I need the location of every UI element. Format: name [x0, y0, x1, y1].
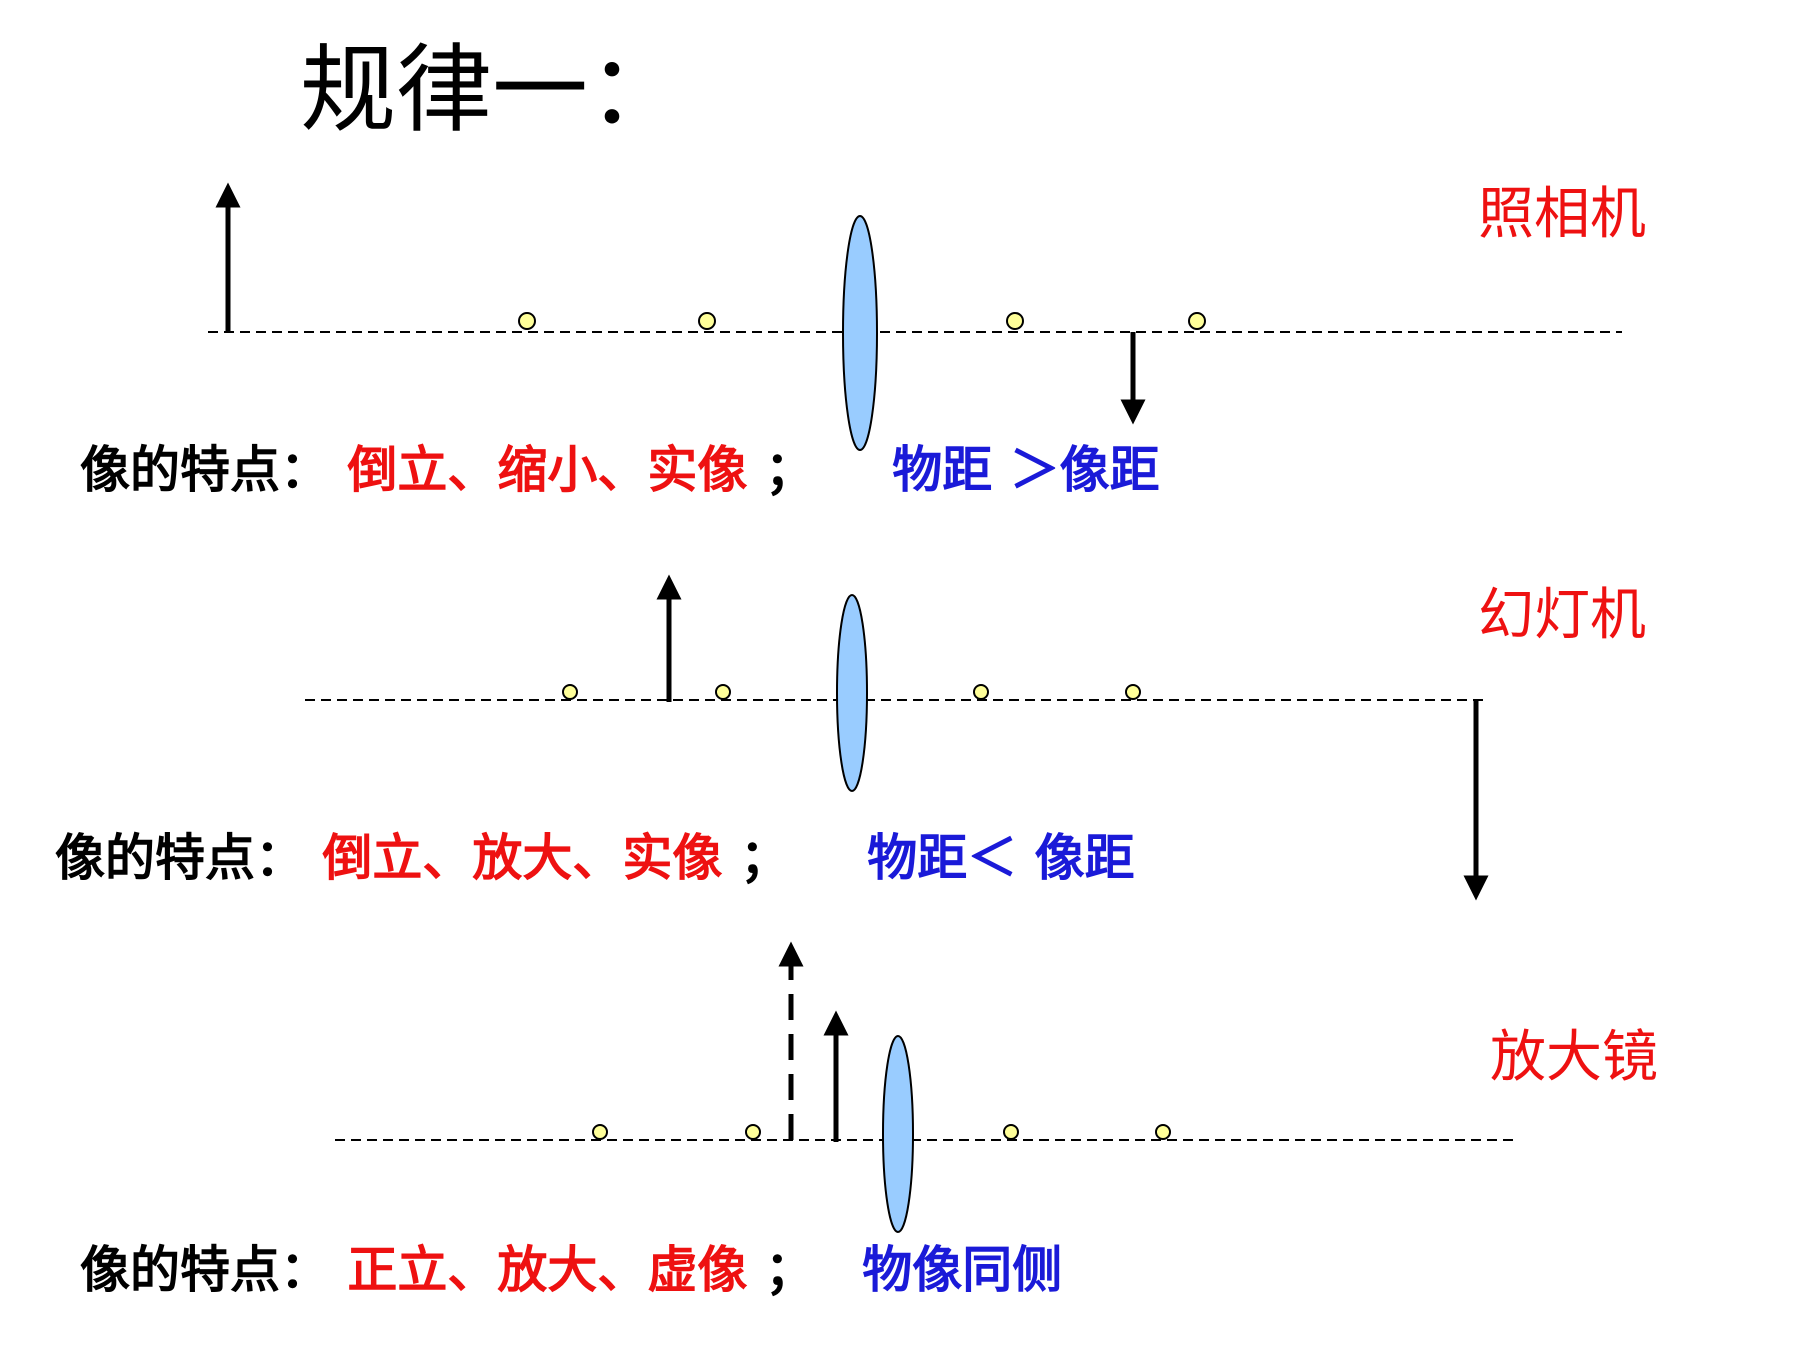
device-label-camera: 照相机: [1478, 182, 1646, 247]
distance-relation: 物像同侧: [862, 1241, 1063, 1299]
image-properties: 正立、放大、虚像: [347, 1241, 748, 1299]
image-properties: 倒立、缩小、实像: [347, 441, 748, 499]
feature-line-magnifier: 像的特点： 正立、放大、虚像 ； 物像同侧: [80, 1245, 1062, 1295]
convex-lens: [882, 1035, 914, 1233]
focal-point-f-left: [715, 684, 731, 700]
focal-point-2f-right: [1188, 312, 1206, 330]
focal-point-f-left: [698, 312, 716, 330]
image-properties: 倒立、放大、实像: [322, 829, 723, 887]
feature-line-camera: 像的特点： 倒立、缩小、实像 ； 物距 ＞像距: [80, 445, 1160, 495]
focal-point-f-right: [973, 684, 989, 700]
diagram-magnifier: [335, 941, 1518, 1233]
diagram-projector: [305, 574, 1489, 901]
focal-point-f-right: [1003, 1124, 1019, 1140]
feature-line-projector: 像的特点： 倒立、放大、实像 ； 物距＜ 像距: [55, 833, 1135, 883]
device-label-magnifier: 放大镜: [1490, 1025, 1658, 1090]
distance-relation: 物距＜ 像距: [867, 829, 1135, 887]
page-title: 规律一：: [300, 34, 684, 146]
separator: ；: [764, 1241, 815, 1299]
focal-point-2f-right: [1155, 1124, 1171, 1140]
device-label-projector: 幻灯机: [1478, 583, 1646, 648]
convex-lens: [836, 594, 868, 792]
convex-lens: [842, 215, 878, 451]
focal-point-2f-left: [562, 684, 578, 700]
focal-point-f-left: [745, 1124, 761, 1140]
focal-point-2f-left: [518, 312, 536, 330]
separator: ；: [739, 829, 790, 887]
focal-point-2f-left: [592, 1124, 608, 1140]
feature-label: 像的特点：: [80, 441, 330, 499]
separator: ；: [764, 441, 815, 499]
feature-label: 像的特点：: [80, 1241, 330, 1299]
feature-label: 像的特点：: [55, 829, 305, 887]
focal-point-f-right: [1006, 312, 1024, 330]
focal-point-2f-right: [1125, 684, 1141, 700]
distance-relation: 物距 ＞像距: [892, 441, 1160, 499]
diagram-camera: [208, 182, 1622, 451]
